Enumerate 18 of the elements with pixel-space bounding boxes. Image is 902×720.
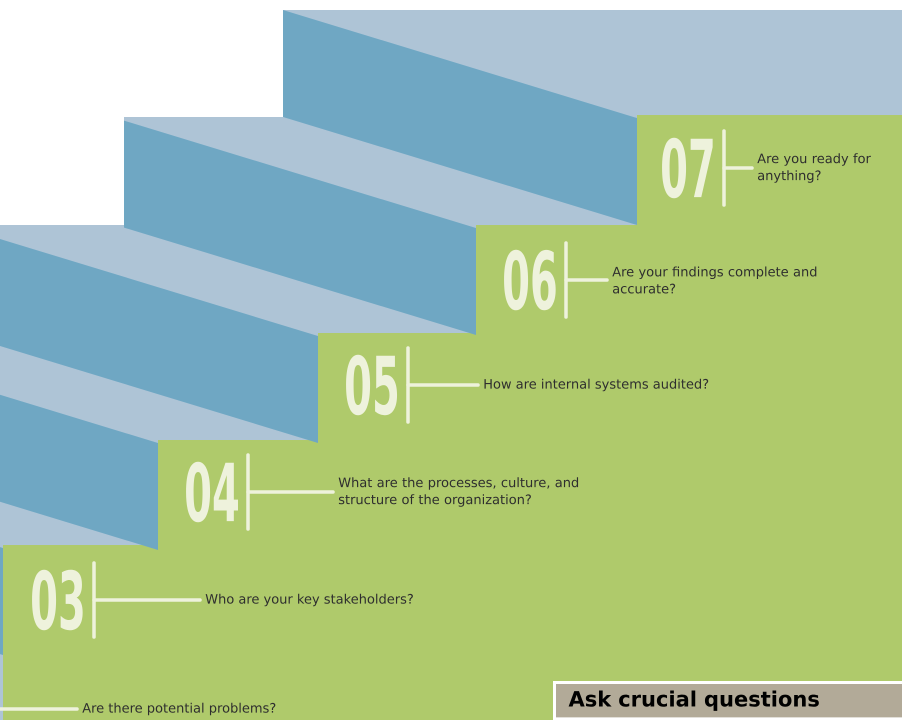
- leader-line: [722, 166, 754, 170]
- question-text: Are your findings complete and accurate?: [612, 266, 816, 294]
- step-number: 06: [504, 250, 556, 310]
- question-text: How are internal systems audited?: [484, 378, 708, 392]
- step-number: 07: [662, 138, 713, 198]
- leader-line: [406, 383, 480, 387]
- question-text: Are there potential problems?: [82, 702, 276, 716]
- step-number: 03: [32, 570, 83, 630]
- heading-box: Ask crucial questions: [553, 681, 902, 720]
- leader-line: [92, 598, 202, 602]
- leader-line: [246, 490, 335, 494]
- leader-line: [0, 707, 79, 711]
- step-number: 04: [186, 462, 238, 522]
- question-text: Who are your key stakeholders?: [206, 594, 413, 606]
- question-text: What are the processes, culture, and structure of the organization?: [338, 477, 578, 507]
- question-text: Are you ready for anything?: [757, 153, 871, 183]
- leader-line: [564, 278, 609, 282]
- step-number: 05: [346, 354, 398, 416]
